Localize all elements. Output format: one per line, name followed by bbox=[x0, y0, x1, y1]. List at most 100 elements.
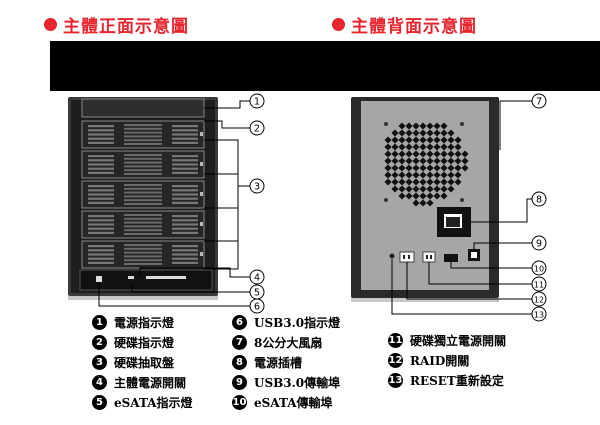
vent-slot bbox=[88, 249, 114, 252]
vent-slot bbox=[124, 139, 162, 142]
callout-13: 13 bbox=[531, 306, 547, 322]
vent-slot bbox=[124, 244, 162, 246]
fan-hole bbox=[447, 164, 455, 172]
fan-hole bbox=[398, 136, 406, 144]
fan-hole bbox=[419, 171, 427, 179]
fan-hole bbox=[412, 178, 420, 186]
vent-slot bbox=[88, 125, 114, 128]
fan-hole bbox=[440, 136, 448, 144]
vent-slot bbox=[124, 191, 162, 194]
vent-slot bbox=[88, 189, 114, 192]
vent-slot bbox=[124, 217, 162, 220]
fan-hole bbox=[433, 136, 441, 144]
legend-label: USB3.0指示燈 bbox=[254, 316, 341, 330]
power-socket-pins bbox=[446, 217, 460, 227]
fan-hole bbox=[384, 143, 392, 151]
fan-hole bbox=[391, 129, 399, 137]
fan-hole bbox=[419, 199, 427, 207]
top-strip bbox=[81, 98, 205, 118]
fan-hole bbox=[419, 157, 427, 165]
fan-hole bbox=[461, 157, 469, 165]
vent-slot bbox=[124, 229, 162, 232]
fan-hole bbox=[398, 164, 406, 172]
fan-hole bbox=[412, 185, 420, 193]
drive-tray bbox=[81, 150, 205, 179]
fan-hole bbox=[447, 143, 455, 151]
fan-hole bbox=[433, 122, 441, 130]
fan-hole bbox=[433, 157, 441, 165]
legend-label: 電源指示燈 bbox=[114, 316, 175, 330]
vent-slot bbox=[88, 253, 114, 256]
vent-slot bbox=[124, 127, 162, 130]
fan-hole bbox=[384, 150, 392, 158]
fan-hole bbox=[419, 164, 427, 172]
callout-3: 3 bbox=[249, 178, 265, 194]
legend-number-badge: 13 bbox=[388, 373, 403, 388]
fan-hole bbox=[419, 129, 427, 137]
fan-hole bbox=[426, 199, 434, 207]
front-view-header: 主體正面示意圖 bbox=[44, 12, 189, 37]
tray-latch bbox=[200, 252, 203, 256]
fan-hole bbox=[433, 185, 441, 193]
fan-hole bbox=[433, 143, 441, 151]
legend-label: 8公分大風扇 bbox=[254, 336, 323, 350]
fan-hole bbox=[447, 185, 455, 193]
tray-latch bbox=[200, 162, 203, 166]
power-button bbox=[96, 276, 102, 282]
callout-circle bbox=[249, 178, 265, 194]
fan-hole bbox=[433, 164, 441, 172]
fan-hole bbox=[426, 185, 434, 193]
vent-slot bbox=[172, 223, 198, 226]
callout-number: 12 bbox=[534, 295, 544, 304]
leader-line-5 bbox=[131, 284, 250, 293]
fan-grille bbox=[384, 122, 469, 207]
legend-number-badge: 5 bbox=[92, 395, 107, 410]
vent-slot bbox=[172, 227, 198, 230]
vent-slot bbox=[88, 185, 114, 188]
raid-switch-pin bbox=[408, 255, 410, 259]
fan-hole bbox=[454, 143, 462, 151]
leader-bracket-3 bbox=[204, 139, 239, 270]
esata-led bbox=[128, 276, 134, 279]
callout-number: 11 bbox=[534, 280, 544, 289]
vent-slot bbox=[172, 215, 198, 218]
fan-hole bbox=[426, 143, 434, 151]
fan-hole bbox=[426, 192, 434, 200]
legend-label: eSATA指示燈 bbox=[114, 396, 193, 410]
fan-hole bbox=[440, 150, 448, 158]
drive-tray bbox=[81, 120, 205, 149]
vent-slot bbox=[124, 199, 162, 202]
vent-slot bbox=[172, 159, 198, 162]
leader-line-10 bbox=[450, 262, 532, 269]
vent-slot bbox=[172, 137, 198, 140]
vent-slot bbox=[124, 124, 162, 126]
callout-number: 4 bbox=[254, 272, 260, 283]
vent-slot bbox=[124, 143, 162, 145]
vent-slot bbox=[88, 133, 114, 136]
fan-hole bbox=[454, 150, 462, 158]
legend-number-badge: 11 bbox=[388, 333, 403, 348]
fan-hole bbox=[454, 136, 462, 144]
fan-hole bbox=[426, 129, 434, 137]
legend-label: 硬碟指示燈 bbox=[114, 336, 175, 350]
fan-hole bbox=[412, 122, 420, 130]
bullet-dot-icon bbox=[44, 18, 57, 31]
dip-switch-pin bbox=[430, 255, 432, 259]
vent-slot bbox=[124, 161, 162, 164]
vent-slot bbox=[172, 163, 198, 166]
vent-slot bbox=[88, 245, 114, 248]
fan-hole bbox=[433, 129, 441, 137]
callout-circle bbox=[531, 276, 547, 292]
vent-slot bbox=[172, 219, 198, 222]
legend-number-badge: 6 bbox=[232, 315, 247, 330]
legend-number-badge: 9 bbox=[232, 375, 247, 390]
tray-latch bbox=[200, 222, 203, 226]
fan-hole bbox=[384, 178, 392, 186]
drive-tray bbox=[81, 180, 205, 209]
front-device bbox=[68, 97, 218, 300]
callout-9: 9 bbox=[531, 235, 547, 251]
